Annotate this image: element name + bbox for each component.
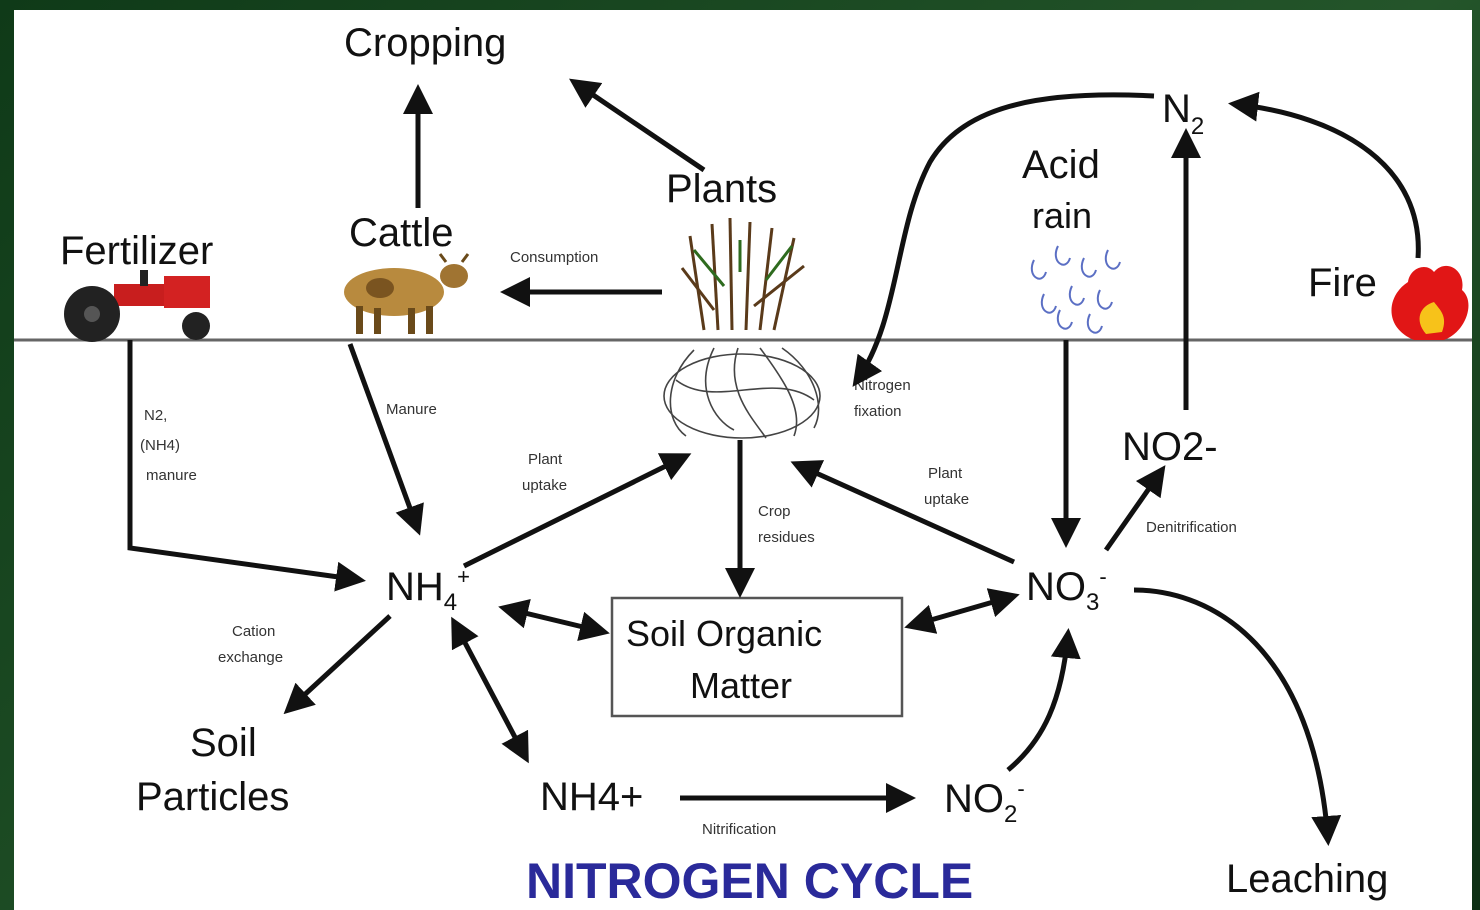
roots-icon: [663, 347, 821, 439]
edge-label-plant-uptake-2: uptake: [522, 477, 567, 494]
label-acid-rain-1: Acid: [1022, 143, 1100, 187]
label-nh4: NH4+: [386, 564, 470, 616]
label-nh4-plus: NH4+: [540, 775, 643, 819]
label-cropping: Cropping: [344, 21, 506, 65]
label-plants: Plants: [666, 167, 777, 211]
edge-label-plant-uptake-1: Plant: [528, 451, 563, 468]
edge-label-cation-1: Cation: [232, 623, 275, 640]
fire-icon: [1391, 265, 1469, 340]
edge-label-nitrogen-fixation-2: fixation: [854, 403, 902, 420]
label-n2: N2: [1162, 87, 1204, 140]
label-cattle: Cattle: [349, 211, 454, 255]
label-soil-particles-2: Particles: [136, 775, 289, 819]
edge-label-plant-uptake-right-2: uptake: [924, 491, 969, 508]
label-soil-particles-1: Soil: [190, 721, 257, 765]
edge-label-fert-1: N2,: [144, 407, 167, 424]
plants-icon: [680, 217, 805, 331]
label-leaching: Leaching: [1226, 857, 1388, 901]
edge-label-crop-residues-2: residues: [758, 529, 815, 546]
arrow-organic-no3: [904, 588, 1020, 634]
arrow-no3-to-plants: [790, 460, 1016, 565]
edge-label-nitrification: Nitrification: [702, 821, 776, 838]
arrow-cattle-to-nh4: [347, 343, 424, 536]
edge-label-manure: Manure: [386, 401, 437, 418]
edge-label-denitrification: Denitrification: [1146, 519, 1237, 536]
edge-label-consumption: Consumption: [510, 249, 598, 266]
label-no3: NO3-: [1026, 564, 1107, 616]
arrow-no2-to-no3: [1006, 628, 1081, 772]
nitrogen-cycle-diagram: Cropping Cattle Plants Fertilizer Acid r…: [14, 21, 1472, 909]
arrow-plants-to-cropping: [569, 78, 706, 173]
tractor-icon: [64, 270, 210, 342]
soil-organic-matter-box: [610, 596, 904, 718]
arrow-fire-to-n2: [1228, 91, 1421, 259]
edge-label-plant-uptake-right-1: Plant: [928, 465, 963, 482]
arrow-no3-to-leaching: [1133, 587, 1342, 846]
arrow-fertilizer-to-nh4: [127, 340, 366, 592]
diagram-canvas: Cropping Cattle Plants Fertilizer Acid r…: [14, 10, 1472, 910]
arrow-no3-to-no2: [1103, 465, 1166, 552]
label-acid-rain-2: rain: [1032, 195, 1092, 236]
diagram-title: NITROGEN CYCLE: [526, 853, 973, 909]
label-no2-top: NO2-: [1122, 425, 1218, 469]
edge-label-nitrogen-fixation-1: Nitrogen: [854, 377, 911, 394]
label-fertilizer: Fertilizer: [60, 229, 213, 273]
label-no2-bottom: NO2-: [944, 776, 1025, 828]
arrow-nh4-nh4plus: [451, 616, 529, 764]
arrow-nh4-to-plants: [462, 453, 692, 569]
arrow-nh4-to-soil-particles: [283, 614, 392, 715]
edge-label-fert-3: manure: [146, 467, 197, 484]
edge-label-crop-residues-1: Crop: [758, 503, 791, 520]
arrow-n2-fixation: [852, 92, 1155, 387]
edge-label-fert-2: (NH4): [140, 437, 180, 454]
label-soil-organic-1: Soil Organic: [626, 613, 822, 654]
arrow-nh4-organic: [498, 599, 610, 641]
label-soil-organic-2: Matter: [690, 665, 792, 706]
cow-icon: [344, 253, 470, 334]
acid-rain-icon: [1030, 245, 1121, 334]
edge-label-cation-2: exchange: [218, 649, 283, 666]
label-fire: Fire: [1308, 261, 1377, 305]
